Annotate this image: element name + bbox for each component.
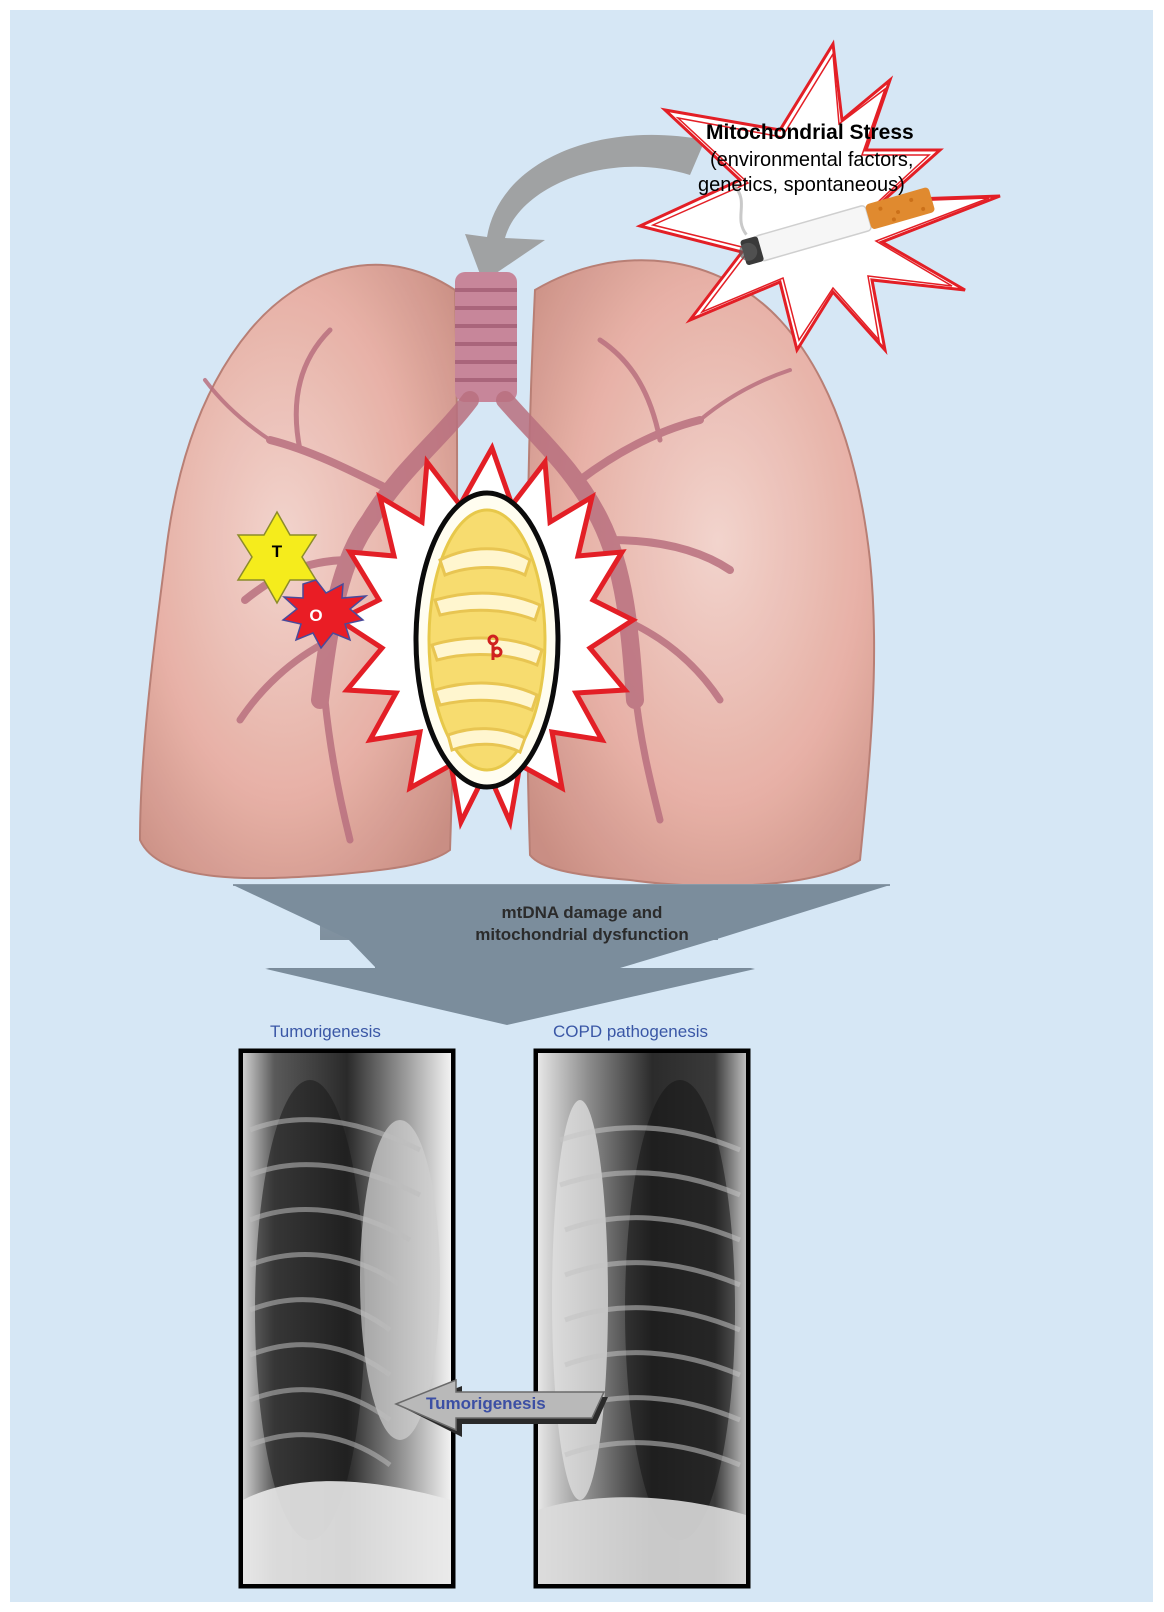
process-arrow-label-line1: mtDNA damage and [346,903,818,923]
stress-title: Mitochondrial Stress [706,121,976,145]
marker-t-label: T [265,542,289,562]
xray-right-label: COPD pathogenesis [553,1022,708,1042]
transition-arrow-label: Tumorigenesis [426,1394,546,1414]
marker-o-label: O [304,606,328,626]
xray-left-image [240,1050,454,1587]
xray-right-image [535,1050,749,1587]
stress-subtitle-line1: (environmental factors, [710,149,913,172]
xray-left-label: Tumorigenesis [270,1022,381,1042]
stress-subtitle-line2: genetics, spontaneous) [698,174,905,197]
process-arrow-label-line2: mitochondrial dysfunction [346,925,818,945]
stress-arrow [465,135,705,282]
